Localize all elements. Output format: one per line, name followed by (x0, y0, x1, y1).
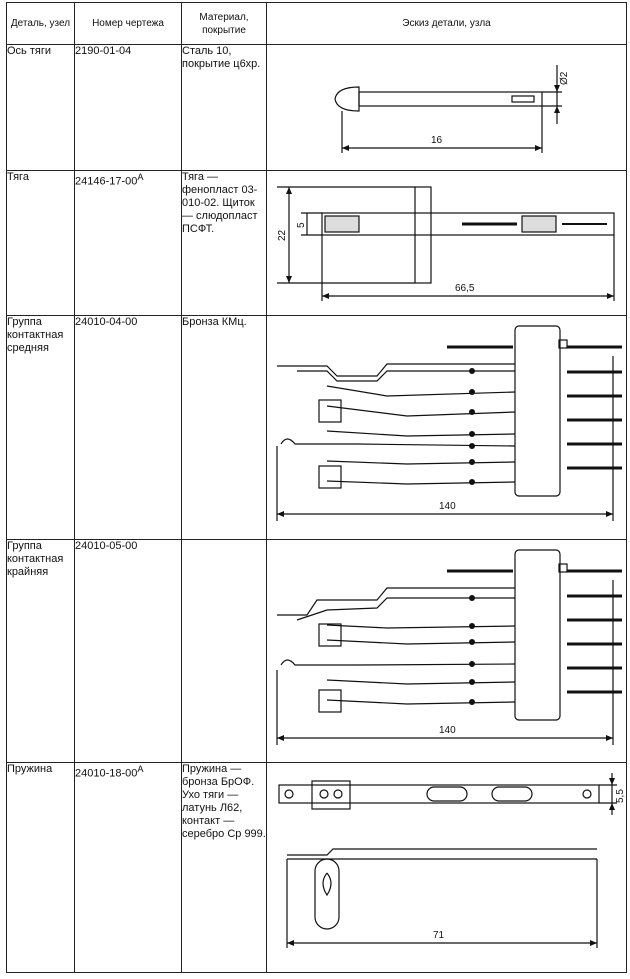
dim-length: 71 (433, 930, 445, 941)
material (181, 539, 267, 763)
material: Сталь 10, покрытие ц6хр. (181, 44, 267, 171)
header-drawing: Номер чертежа (74, 2, 182, 45)
table-row: Пружина 24010-18-00А Пружина — бронза Бр… (6, 762, 627, 973)
dim-height: 22 (277, 229, 288, 241)
part-name: Группа контактная средняя (6, 315, 75, 540)
dim-inner: 5 (296, 222, 307, 228)
drawing-number: 24146-17-00А (74, 170, 182, 316)
revision-mark: А (137, 764, 144, 774)
sketch-rod: 66,5 22 5 (266, 170, 627, 316)
table-header-row: Деталь, узел Номер чертежа Материал, пок… (6, 2, 627, 45)
rod-drawing: 66,5 22 5 (277, 186, 615, 301)
sketch-spring: 71 5,5 (266, 762, 627, 973)
header-sketch: Эскиз детали, узла (266, 2, 627, 45)
sketch-contact-group-middle: 140 (266, 315, 627, 540)
part-name: Ось тяги (6, 44, 75, 171)
axle-drawing: 16 Ø2 (334, 65, 570, 153)
spring-drawing: 71 5,5 (278, 773, 626, 948)
dim-width: 5,5 (615, 789, 626, 803)
material: Бронза КМц. (181, 315, 267, 540)
revision-mark: А (137, 172, 144, 182)
drawing-number: 24010-05-00 (74, 539, 182, 763)
contact-group-drawing: 140 (276, 325, 622, 521)
sketch-axle: 16 Ø2 (266, 44, 627, 171)
drawing-number: 24010-04-00 (74, 315, 182, 540)
dim-length: 66,5 (455, 283, 475, 294)
table-row: Тяга 24146-17-00А Тяга — фенопласт 03-01… (6, 170, 627, 316)
part-name: Тяга (6, 170, 75, 316)
table-row: Группа контактная средняя 24010-04-00 Бр… (6, 315, 627, 540)
dim-length: 140 (439, 725, 456, 736)
contact-group-end-drawing: 140 (276, 549, 622, 745)
drawing-number: 24010-18-00А (74, 762, 182, 973)
material: Пружина — бронза БрОФ. Ухо тяги — латунь… (181, 762, 267, 973)
part-name: Пружина (6, 762, 75, 973)
parts-table: Деталь, узел Номер чертежа Материал, пок… (6, 2, 627, 973)
drawing-number: 2190-01-04 (74, 44, 182, 171)
dim-length: 16 (431, 135, 443, 146)
part-name: Группа контактная крайняя (6, 539, 75, 763)
sketch-contact-group-end: 140 (266, 539, 627, 763)
material: Тяга — фенопласт 03-010-02. Щиток — слюд… (181, 170, 267, 316)
table-row: Ось тяги 2190-01-04 Сталь 10, покрытие ц… (6, 44, 627, 171)
header-part: Деталь, узел (6, 2, 75, 45)
dim-diameter: Ø2 (559, 71, 570, 85)
table-row: Группа контактная крайняя 24010-05-00 (6, 539, 627, 763)
header-material: Материал, покрытие (181, 2, 267, 45)
dim-length: 140 (439, 501, 456, 512)
